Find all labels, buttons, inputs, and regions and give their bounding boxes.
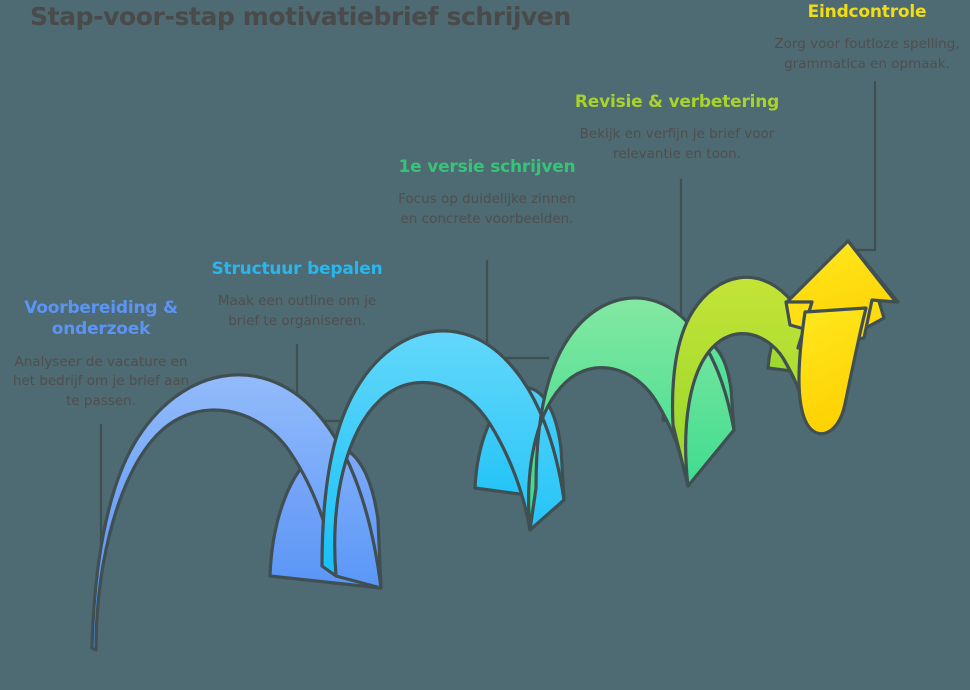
- connector-line-2: [485, 259, 550, 360]
- step-description-voorbereiding: Analyseer de vacature en het bedrijf om …: [12, 353, 190, 409]
- step-label-eindcontrole: Eindcontrole: [807, 2, 927, 22]
- step-description-structuur: Maak een outline om je brief te organise…: [217, 293, 377, 329]
- step-label-voorbereiding: Voorbereiding & onderzoek: [24, 298, 178, 340]
- step-label-structuur: Structuur bepalen: [211, 259, 383, 279]
- step-block-eerste-versie: 1e versie schrijven Focus op duidelijke …: [392, 157, 582, 229]
- page-title: Stap-voor-stap motivatiebrief schrijven: [30, 2, 571, 31]
- step-description-eindcontrole: Zorg voor foutloze spelling, grammatica …: [774, 36, 960, 72]
- ribbon-top-0: [90, 373, 383, 652]
- ribbon-segment-eindcontrole: [784, 239, 900, 436]
- step-block-revisie: Revisie & verbetering Bekijk en verfijn …: [570, 92, 784, 164]
- step-description-revisie: Bekijk en verfijn je brief voor relevant…: [579, 126, 775, 162]
- step-block-structuur: Structuur bepalen Maak een outline om je…: [208, 259, 386, 331]
- upward-arrow-body: [797, 306, 868, 436]
- step-label-revisie: Revisie & verbetering: [574, 92, 780, 112]
- step-description-eerste-versie: Focus op duidelijke zinnen en concrete v…: [398, 191, 576, 227]
- ribbon-top-1: [320, 329, 566, 578]
- step-block-voorbereiding: Voorbereiding & onderzoek Analyseer de v…: [8, 298, 194, 411]
- connector-line-4: [843, 80, 877, 252]
- step-label-eerste-versie: 1e versie schrijven: [398, 157, 576, 177]
- step-block-eindcontrole: Eindcontrole Zorg voor foutloze spelling…: [764, 2, 970, 74]
